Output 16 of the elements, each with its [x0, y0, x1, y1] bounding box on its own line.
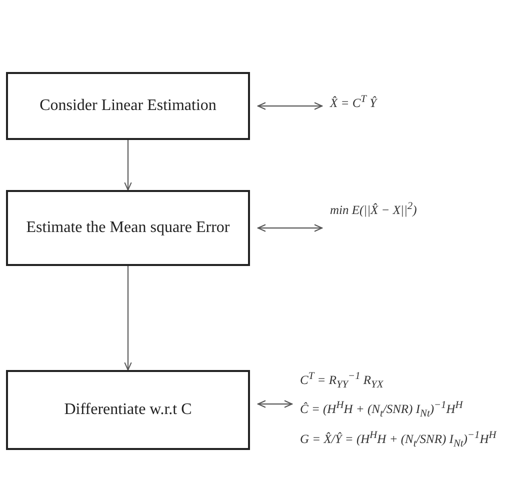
process-box	[6, 370, 250, 450]
arrow	[124, 266, 132, 370]
formula-text: Consider Linear Estimation	[40, 96, 216, 116]
process-box	[6, 190, 250, 266]
arrow	[258, 400, 292, 408]
formula-text: C$^{T}$ = R$_{YY}$$^{−1}$ R$_{YX}$	[300, 370, 384, 390]
arrow	[258, 224, 322, 232]
formula-text: Estimate the Mean square Error	[26, 218, 230, 238]
formula-text: X̂ = C$^{T}$ Ŷ	[330, 94, 378, 112]
process-box	[6, 72, 250, 140]
arrow	[258, 102, 322, 110]
formula-text: Differentiate w.r.t C	[64, 400, 192, 420]
formula-text: min E(||X̂ − X||$^{2}$)	[330, 201, 418, 219]
formula-text: G = X̂/Ŷ = (H$^{H}$H + (N$_{t}$/SNR) I$_{Nt}$)$^{−1}$H$^{H}$	[300, 430, 498, 450]
formula-text: Ĉ = (H$^{H}$H + (N$_{t}$/SNR) I$_{Nt}$)$^{−1}$H$^{H}$	[300, 400, 464, 420]
arrow	[124, 140, 132, 190]
